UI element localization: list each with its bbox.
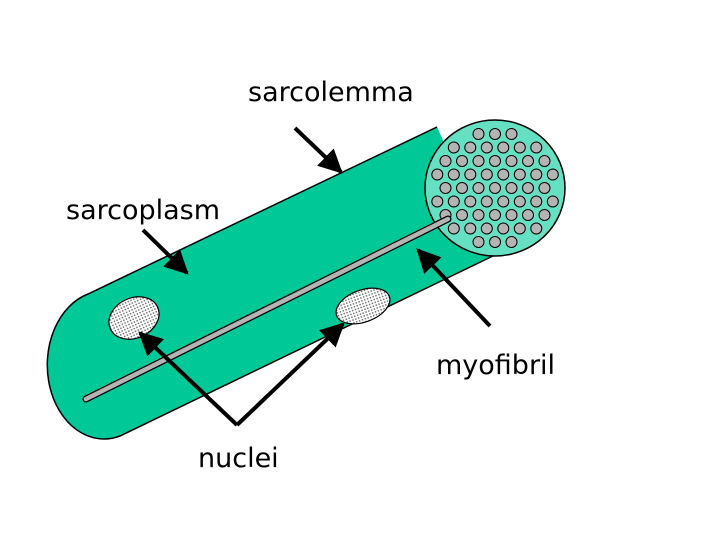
myofibril-dot-38 (546, 195, 559, 208)
myofibril-dot-33 (464, 195, 477, 208)
myofibril-dot-1 (489, 128, 501, 140)
label-sarcolemma: sarcolemma (248, 77, 414, 108)
myofibril-dot-46 (447, 222, 460, 235)
myofibril-dot-0 (472, 128, 485, 140)
myofibril-dot-27 (489, 182, 501, 194)
arrow-myofibril (416, 248, 492, 328)
myofibril-dot-23 (546, 168, 559, 181)
myofibril-dot-12 (489, 155, 501, 167)
myofibril-dot-9 (439, 155, 452, 167)
myofibril-dot-54 (505, 236, 518, 248)
myofibril-dot-48 (480, 222, 493, 235)
myofibril-dot-47 (464, 222, 477, 235)
myofibril-dot-25 (456, 182, 468, 194)
label-sarcoplasm: sarcoplasm (66, 195, 220, 226)
myofibril-dot-31 (431, 195, 444, 208)
myofibril-dot-18 (464, 168, 477, 181)
myofibril-dot-11 (472, 155, 485, 167)
arrow-sarcolemma (293, 126, 343, 174)
label-myofibril: myofibril (436, 350, 555, 381)
myofibril-dot-49 (497, 222, 510, 235)
myofibril-dot-2 (505, 128, 518, 140)
myofibril-dot-20 (497, 168, 510, 181)
myofibril-dot-29 (522, 182, 534, 194)
myofibril-dot-41 (472, 209, 485, 221)
myofibril-dot-51 (530, 222, 543, 235)
myofibril-dot-7 (513, 141, 526, 154)
myofibril-dot-6 (497, 141, 510, 154)
myofibril-dot-17 (447, 168, 460, 181)
myofibril-dot-5 (480, 141, 493, 154)
myofibril-dot-37 (530, 195, 543, 208)
myofibril-dot-35 (497, 195, 510, 208)
myofibril-dot-44 (522, 209, 534, 221)
myofibril-dot-52 (472, 236, 485, 248)
myofibril-dot-30 (538, 182, 551, 194)
myofibril-dot-15 (538, 155, 551, 167)
myofibril-dot-19 (480, 168, 493, 181)
myofibril-dot-13 (505, 155, 518, 167)
arrow-sarcoplasm (141, 228, 189, 275)
myofibril-dot-10 (456, 155, 468, 167)
myofibril-dot-34 (480, 195, 493, 208)
myofibril-dot-53 (489, 236, 501, 248)
myofibril-rod (82, 215, 452, 403)
myofibril-dot-22 (530, 168, 543, 181)
myofibril-dot-14 (522, 155, 534, 167)
arrow-nuclei (138, 322, 345, 427)
myofibril-dot-4 (464, 141, 477, 154)
myofibril-dot-24 (439, 182, 452, 194)
myofibril-dot-8 (530, 141, 543, 154)
myofibril-dot-32 (447, 195, 460, 208)
myofibril-dot-28 (505, 182, 518, 194)
myofibril-dot-3 (447, 141, 460, 154)
myofibril-dot-43 (505, 209, 518, 221)
myofibril-dot-42 (489, 209, 501, 221)
myofibril-dot-45 (538, 209, 551, 221)
myofibril-dot-16 (431, 168, 444, 181)
nucleus-right (335, 287, 391, 325)
myofibril-dot-26 (472, 182, 485, 194)
myofibril-dot-21 (513, 168, 526, 181)
myofibril-dot-36 (513, 195, 526, 208)
label-nuclei: nuclei (198, 443, 279, 474)
myofibril-dot-50 (513, 222, 526, 235)
myofibril-dot-40 (456, 209, 468, 221)
